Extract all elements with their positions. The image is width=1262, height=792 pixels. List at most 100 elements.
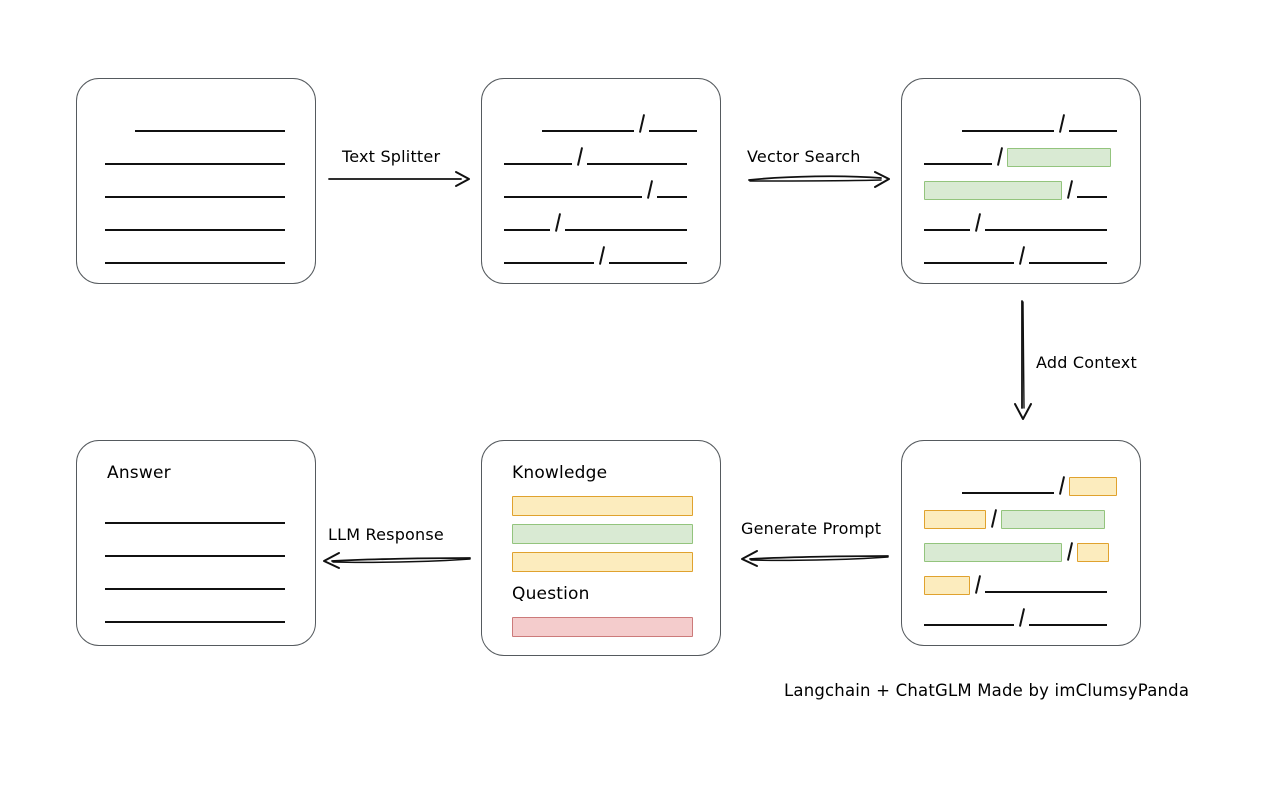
- text-line-segment: [924, 607, 1014, 629]
- answer-rows: [77, 441, 315, 645]
- text-line-segment: [565, 212, 687, 234]
- node-context-chunks[interactable]: [901, 440, 1141, 646]
- chunk-row: [962, 113, 1117, 135]
- text-line-segment: [504, 245, 594, 267]
- chunk-row: [924, 541, 1109, 563]
- chunk-row: [135, 113, 285, 135]
- text-line-segment: [985, 212, 1107, 234]
- slash-separator: [550, 212, 565, 234]
- chunk-row: [504, 179, 687, 201]
- chunk-row: [105, 245, 285, 267]
- chunk-row: [105, 538, 285, 560]
- highlight-yellow-segment: [924, 575, 970, 595]
- chunk-row: [962, 475, 1117, 497]
- edge-label-add-context: Add Context: [1036, 353, 1137, 372]
- slash-separator: [572, 146, 587, 168]
- chunk-row: [105, 212, 285, 234]
- chunk-row: [924, 212, 1107, 234]
- slash-separator: [594, 245, 609, 267]
- text-line-segment: [105, 604, 285, 626]
- node-source-document[interactable]: [76, 78, 316, 284]
- node-answer[interactable]: Answer: [76, 440, 316, 646]
- slash-separator: [634, 113, 649, 135]
- context-chunks-rows: [902, 441, 1140, 645]
- slash-separator: [1054, 475, 1069, 497]
- question-label: Question: [512, 584, 590, 604]
- text-line-segment: [962, 475, 1054, 497]
- highlight-yellow-segment: [1069, 476, 1117, 496]
- edge-label-text-splitter: Text Splitter: [342, 147, 441, 166]
- highlight-yellow-segment: [1077, 542, 1109, 562]
- slash-separator: [992, 146, 1007, 168]
- text-line-segment: [1069, 113, 1117, 135]
- slash-separator: [986, 508, 1001, 530]
- slash-separator: [1062, 179, 1077, 201]
- text-line-segment: [105, 538, 285, 560]
- slash-separator: [642, 179, 657, 201]
- highlight-green-segment: [1007, 147, 1111, 167]
- text-line-segment: [1077, 179, 1107, 201]
- edge-label-llm-response: LLM Response: [328, 525, 444, 544]
- highlight-green-segment: [1001, 509, 1105, 529]
- text-line-segment: [609, 245, 687, 267]
- text-line-segment: [1029, 607, 1107, 629]
- knowledge-label: Knowledge: [512, 463, 608, 483]
- text-line-segment: [542, 113, 634, 135]
- split-chunks-rows: [482, 79, 720, 283]
- text-line-segment: [135, 113, 285, 135]
- source-document-rows: [77, 79, 315, 283]
- chunk-row: [504, 146, 687, 168]
- text-line-segment: [962, 113, 1054, 135]
- node-prompt[interactable]: Knowledge Question: [481, 440, 721, 656]
- slash-separator: [1062, 541, 1077, 563]
- node-split-chunks[interactable]: [481, 78, 721, 284]
- prompt-bar-yellow: [512, 496, 693, 516]
- matched-chunks-rows: [902, 79, 1140, 283]
- answer-title: Answer: [107, 463, 171, 483]
- chunk-row: [105, 179, 285, 201]
- chunk-row: [924, 607, 1107, 629]
- node-matched-chunks[interactable]: [901, 78, 1141, 284]
- slash-separator: [1014, 245, 1029, 267]
- edge-label-generate-prompt: Generate Prompt: [741, 519, 882, 538]
- slash-separator: [970, 212, 985, 234]
- chunk-row: [924, 245, 1107, 267]
- prompt-bar-red: [512, 617, 693, 637]
- chunk-row: [924, 508, 1105, 530]
- chunk-row: [105, 146, 285, 168]
- text-line-segment: [924, 245, 1014, 267]
- text-line-segment: [105, 212, 285, 234]
- slash-separator: [970, 574, 985, 596]
- edge-arrow-generate-prompt: [741, 550, 889, 567]
- chunk-row: [105, 571, 285, 593]
- text-line-segment: [504, 146, 572, 168]
- chunk-row: [105, 604, 285, 626]
- edge-arrow-text-splitter: [328, 171, 470, 187]
- text-line-segment: [504, 212, 550, 234]
- text-line-segment: [105, 505, 285, 527]
- chunk-row: [924, 179, 1107, 201]
- text-line-segment: [985, 574, 1107, 596]
- edge-arrow-vector-search: [748, 171, 890, 188]
- text-line-segment: [105, 146, 285, 168]
- highlight-green-segment: [924, 180, 1062, 200]
- slash-separator: [1014, 607, 1029, 629]
- text-line-segment: [1029, 245, 1107, 267]
- prompt-bar-yellow: [512, 552, 693, 572]
- chunk-row: [924, 146, 1111, 168]
- slash-separator: [1054, 113, 1069, 135]
- edge-label-vector-search: Vector Search: [747, 147, 861, 166]
- edge-arrow-llm-response: [323, 552, 471, 569]
- text-line-segment: [105, 179, 285, 201]
- text-line-segment: [105, 571, 285, 593]
- chunk-row: [105, 505, 285, 527]
- chunk-row: [924, 574, 1107, 596]
- chunk-row: [504, 245, 687, 267]
- chunk-row: [504, 212, 687, 234]
- prompt-bar-green: [512, 524, 693, 544]
- text-line-segment: [105, 245, 285, 267]
- chunk-row: [542, 113, 697, 135]
- text-line-segment: [587, 146, 687, 168]
- highlight-green-segment: [924, 542, 1062, 562]
